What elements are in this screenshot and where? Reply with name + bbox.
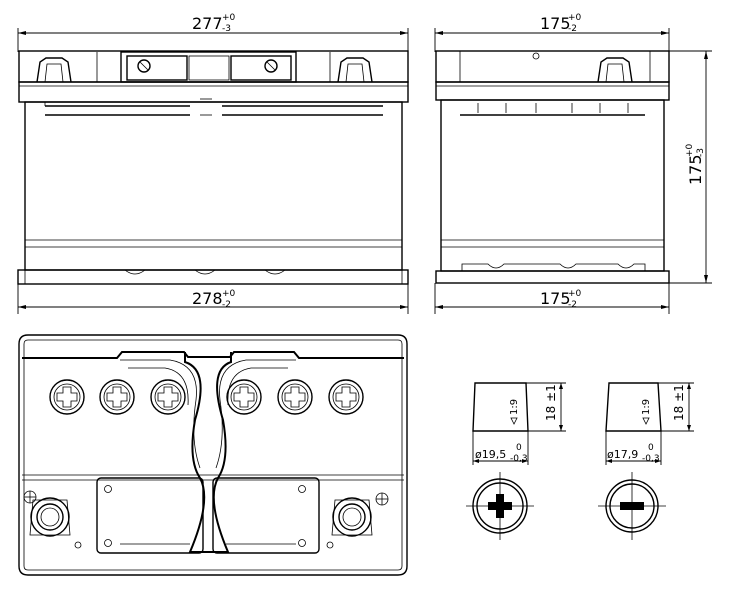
top-terminal-left — [23, 490, 82, 549]
plus-terminal-icon — [466, 472, 534, 540]
side-bottom-dimension: 175 +0 -2 — [434, 283, 670, 314]
front-bottom-dim-tol-lower: -2 — [222, 300, 231, 310]
front-bottom-dimension: 278 +0 -2 — [17, 284, 409, 314]
height-dimension: 175 +0 -3 — [669, 50, 712, 284]
negative-diameter: ø17,9 — [607, 448, 638, 461]
terminal-detail-negative: 1:9 18 ±1 ø17,9 0 -0,3 — [598, 382, 694, 540]
side-top-dim-tol-upper: +0 — [568, 13, 582, 23]
negative-height-dim: 18 ±1 — [672, 384, 686, 421]
side-top-dimension: 175 +0 -2 — [434, 13, 670, 52]
cross-slot-cap-icon — [99, 379, 135, 415]
front-top-dim-value: 277 — [192, 14, 223, 33]
cross-slot-cap-icon — [150, 379, 186, 415]
side-bottom-dim-tol-upper: +0 — [568, 289, 582, 299]
side-top-dim-value: 175 — [540, 14, 571, 33]
cross-slot-cap-icon — [277, 379, 313, 415]
height-dim-tol-upper: +0 — [685, 143, 695, 157]
front-lid — [18, 50, 409, 103]
height-dim-value: 175 — [686, 154, 705, 185]
cross-slot-cap-icon — [49, 379, 85, 415]
front-top-dim-tol-lower: -3 — [222, 24, 231, 34]
cross-slot-cap-icon — [226, 379, 262, 415]
positive-height-dim: 18 ±1 — [544, 384, 558, 421]
cross-slot-cap-icon — [328, 379, 364, 415]
front-view: 277 +0 -3 — [17, 13, 409, 314]
side-lid — [435, 50, 670, 101]
front-top-dimension: 277 +0 -3 — [17, 13, 409, 52]
triangle-taper-icon — [642, 417, 650, 425]
positive-diameter-tol-lower: -0,3 — [510, 454, 528, 464]
positive-taper-ratio: 1:9 — [509, 399, 520, 415]
top-view — [18, 334, 408, 576]
side-top-dim-tol-lower: -2 — [568, 24, 577, 34]
side-bottom-dim-value: 175 — [540, 289, 571, 308]
front-bottom-dim-tol-upper: +0 — [222, 289, 236, 299]
side-body — [435, 99, 670, 284]
positive-diameter: ø19,5 — [475, 448, 506, 461]
top-compartments — [96, 477, 320, 554]
positive-diameter-tol-upper: 0 — [516, 443, 522, 453]
height-dim-tol-lower: -3 — [696, 148, 706, 157]
front-bottom-dim-value: 278 — [192, 289, 223, 308]
top-terminal-right — [326, 492, 389, 549]
minus-terminal-icon — [598, 472, 666, 540]
side-view: 175 +0 -2 — [434, 13, 712, 314]
triangle-taper-icon — [510, 417, 518, 425]
front-body — [17, 98, 409, 285]
negative-taper-ratio: 1:9 — [641, 399, 652, 415]
negative-diameter-tol-lower: -0,3 — [642, 454, 660, 464]
top-handle — [120, 352, 296, 553]
vent-caps — [49, 379, 364, 415]
negative-diameter-tol-upper: 0 — [648, 443, 654, 453]
front-top-dim-tol-upper: +0 — [222, 13, 236, 23]
side-bottom-dim-tol-lower: -2 — [568, 300, 577, 310]
terminal-detail-positive: 1:9 18 ±1 ø19,5 0 -0,3 — [466, 382, 566, 540]
